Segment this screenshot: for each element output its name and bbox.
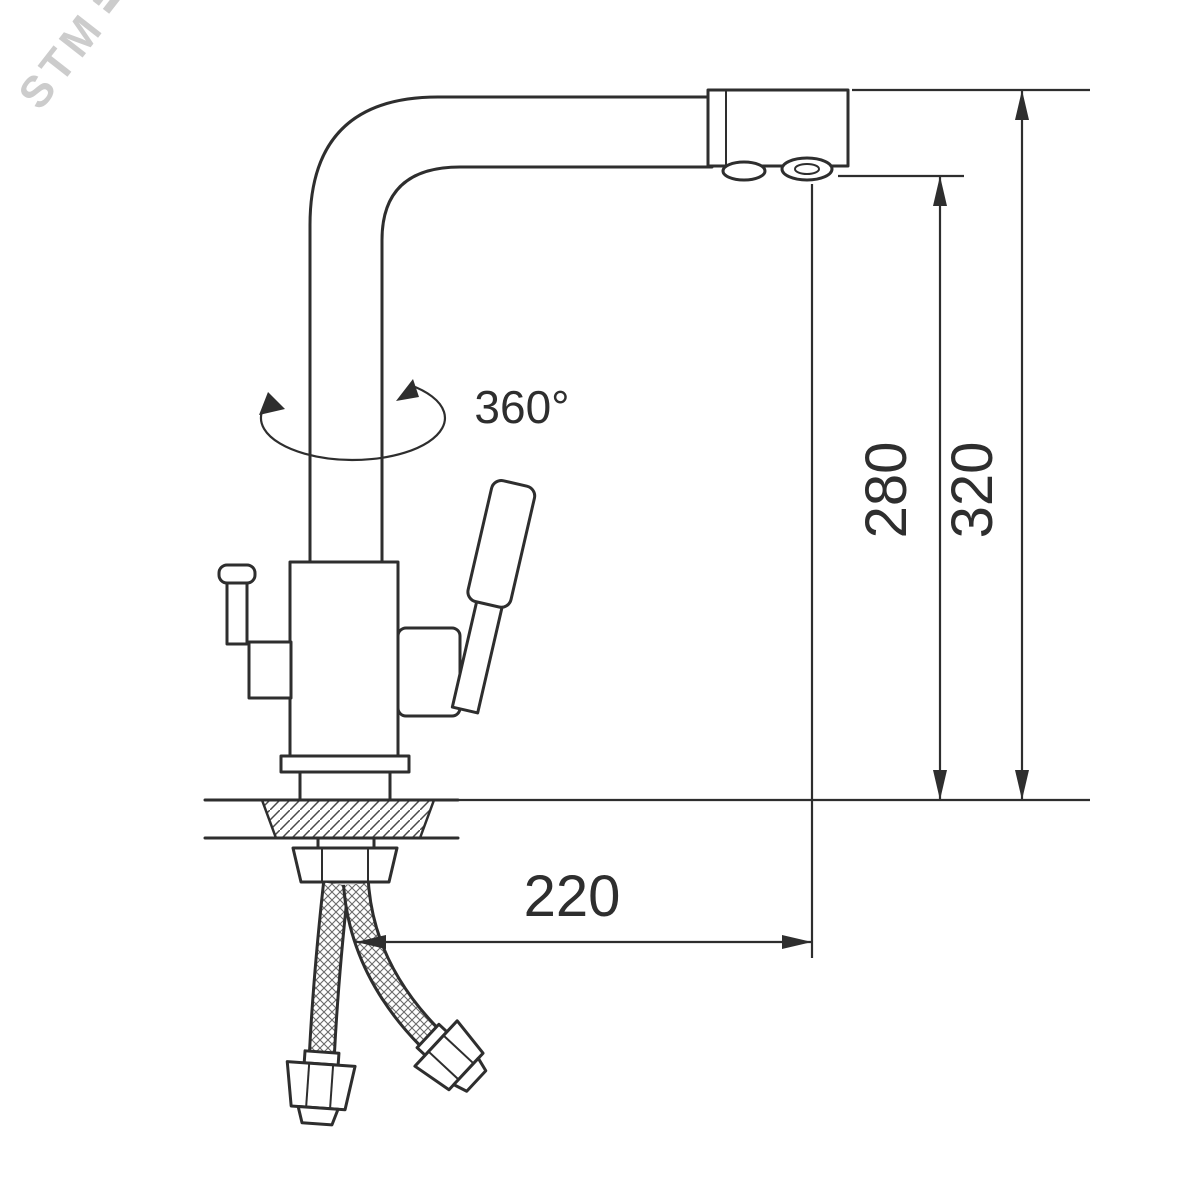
dim-220-label: 220: [524, 864, 621, 929]
watermark-logo-bars: [92, 0, 122, 14]
rotation-arrow: [259, 379, 446, 462]
spout-head: [706, 88, 850, 182]
right-handle: [396, 479, 537, 718]
dimension-280: 280: [854, 176, 947, 800]
supply-hose-left: [308, 882, 350, 1053]
supply-hose-right: [342, 882, 439, 1046]
hose-nut-right: [413, 1019, 488, 1093]
left-handle: [217, 563, 293, 700]
dimension-220: 220: [356, 864, 812, 949]
dimension-320: 320: [940, 90, 1029, 800]
watermark-text: STM: [9, 3, 114, 118]
mounting-flange: [279, 754, 411, 802]
hose-nut-left: [285, 1049, 357, 1127]
mounting-nut: [291, 836, 399, 884]
extension-lines: [458, 88, 1090, 958]
rotation-label: 360°: [474, 381, 569, 433]
dim-280-label: 280: [854, 442, 919, 539]
aerator-left: [721, 160, 767, 182]
gasket-hatch: [260, 798, 436, 840]
faucet-body: [288, 560, 400, 758]
watermark: STM: [9, 0, 122, 118]
dim-320-label: 320: [940, 442, 1005, 539]
aerator-right: [780, 156, 834, 182]
spout-pipe: [308, 95, 714, 564]
